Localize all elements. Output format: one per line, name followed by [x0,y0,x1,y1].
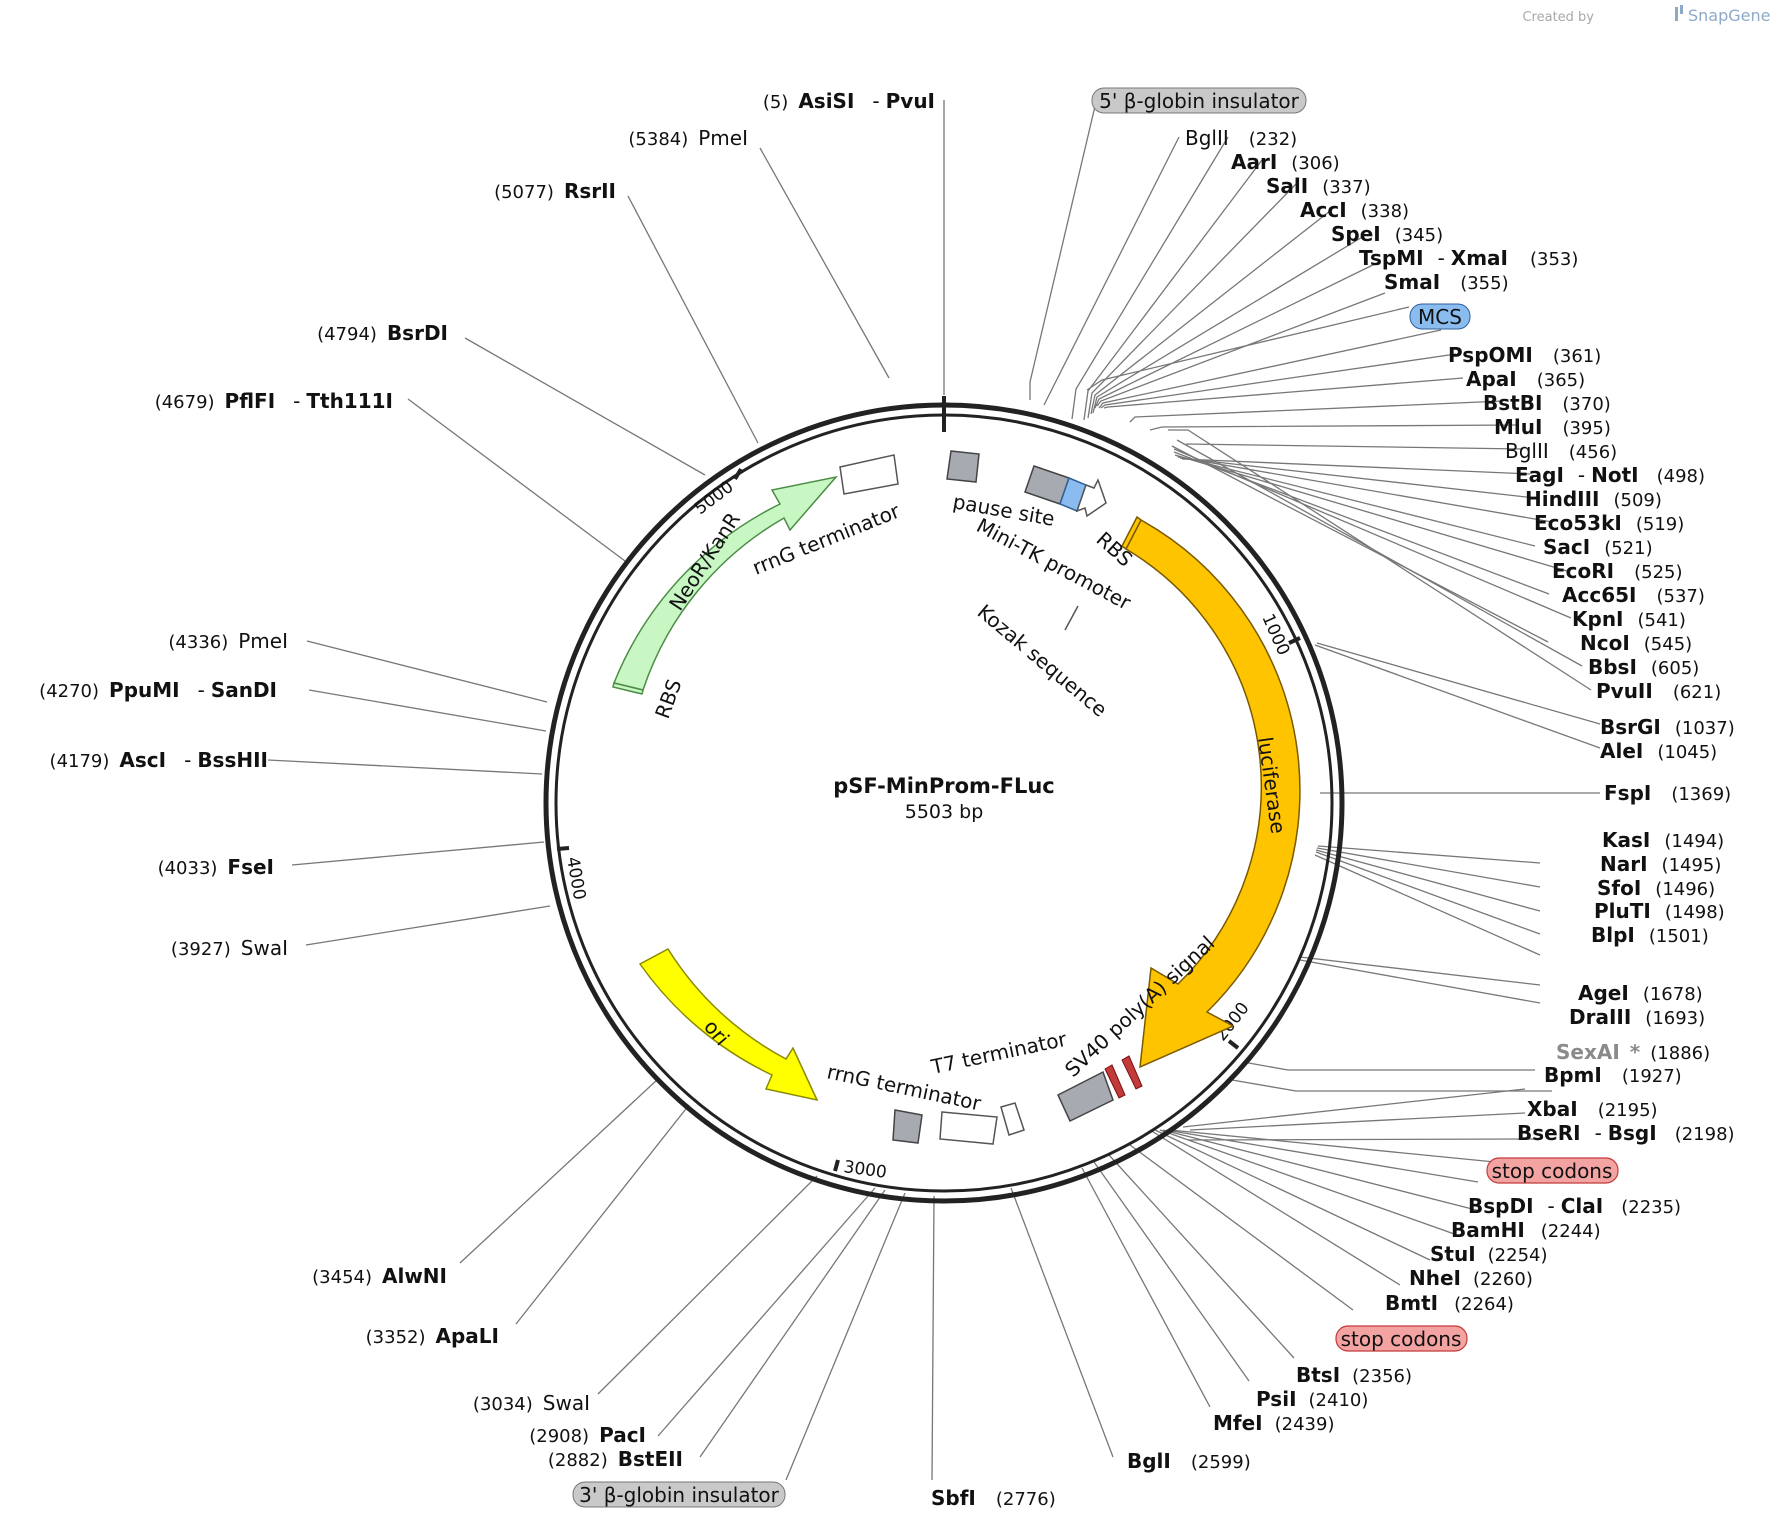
luciferase-arrow[interactable] [1125,518,1301,1069]
site-bseri[interactable]: BseRI-BsgI(2198) [1517,1121,1735,1145]
site-swai-2[interactable]: (3034)SwaI [473,1391,590,1415]
site-bamhi[interactable]: BamHI(2244) [1451,1218,1601,1242]
site-asci[interactable]: (4179)AscI-BssHII [50,748,268,772]
site-mfei[interactable]: MfeI(2439) [1213,1411,1334,1435]
site-bmti[interactable]: BmtI(2264) [1385,1291,1514,1315]
minitk-label: Mini-TK promoter [973,513,1136,615]
site-aari[interactable]: AarI(306) [1231,150,1340,174]
site-pflfi[interactable]: (4679)PflFI-Tth111I [155,389,393,413]
site-alwni[interactable]: (3454)AlwNI [312,1264,447,1288]
site-kasi[interactable]: KasI(1494) [1602,828,1724,852]
stop-codons-label-1: stop codons [1492,1159,1613,1183]
t7-label: T7 terminator [928,1027,1069,1079]
kozak-arrow [1075,478,1107,518]
stop-codon-mark-2 [1121,1055,1143,1090]
site-hindiii[interactable]: HindIII(509) [1525,487,1662,511]
site-sali[interactable]: SalI(337) [1266,174,1371,198]
site-bstbi[interactable]: BstBI(370) [1483,391,1611,415]
kozak-label: Kozak sequence [973,599,1112,721]
insulator5-box[interactable]: 5' β-globin insulator [1091,87,1307,114]
stop-codon-mark-1 [1104,1064,1126,1099]
site-sbfi[interactable]: SbfI(2776) [931,1486,1056,1510]
site-acc65i[interactable]: Acc65I(537) [1562,583,1705,607]
site-bgli[interactable]: BglI(2599) [1127,1449,1251,1473]
site-nhei[interactable]: NheI(2260) [1409,1266,1533,1290]
rbs-left-mark [612,682,644,695]
kozak-pointer [1064,605,1079,631]
site-bsrgi[interactable]: BsrGI(1037) [1600,715,1735,739]
snapgene-logo-icon [1675,5,1683,21]
rrng-bottom-box [939,1111,998,1145]
site-agei[interactable]: AgeI(1678) [1578,981,1703,1005]
site-swai-1[interactable]: (3927)SwaI [171,936,288,960]
backbone-ticks [556,396,1301,1172]
neo-arrow[interactable] [612,475,839,691]
site-sexai[interactable]: SexAI*(1886) [1556,1040,1710,1064]
site-ecori[interactable]: EcoRI(525) [1552,559,1683,583]
site-btsi[interactable]: BtsI(2356) [1296,1363,1412,1387]
ori-arrow[interactable] [638,948,819,1102]
site-pvuii[interactable]: PvuII(621) [1596,679,1721,703]
mcs-label: MCS [1418,305,1462,329]
rbs-top-mark [1121,515,1142,551]
t7-box [1000,1102,1025,1136]
site-pluti[interactable]: PluTI(1498) [1594,899,1725,923]
leader-lines [267,100,1601,1481]
site-eco53ki[interactable]: Eco53kI(519) [1534,511,1684,535]
site-tspmi[interactable]: TspMI-XmaI(353) [1359,246,1578,270]
credit-prefix: Created by [1522,10,1594,25]
sv40-box [1057,1070,1114,1123]
insulator3-box[interactable]: 3' β-globin insulator [572,1481,786,1508]
site-psii[interactable]: PsiI(2410) [1256,1387,1368,1411]
site-smai[interactable]: SmaI(355) [1384,270,1509,294]
site-acci[interactable]: AccI(338) [1300,198,1409,222]
site-nari[interactable]: NarI(1495) [1600,852,1721,876]
rrng-top-box [839,454,899,495]
site-asisi[interactable]: (5)AsiSI-PvuI [763,89,935,113]
site-pmei-2[interactable]: (4336)PmeI [168,629,288,653]
site-bsteii[interactable]: (2882)BstEII [548,1447,683,1471]
site-paci[interactable]: (2908)PacI [529,1423,646,1447]
site-bglii-2[interactable]: BglII(456) [1505,439,1617,463]
stop-codons-label-2: stop codons [1341,1327,1462,1351]
site-sfoi[interactable]: SfoI(1496) [1597,876,1715,900]
site-bsrdi[interactable]: (4794)BsrDI [317,321,448,345]
site-bglii-1[interactable]: BglII(232) [1185,126,1297,150]
plasmid-length: 5503 bp [905,801,984,823]
site-bspdi[interactable]: BspDI-ClaI(2235) [1468,1194,1681,1218]
site-bbsi[interactable]: BbsI(605) [1588,655,1699,679]
site-apali[interactable]: (3352)ApaLI [366,1324,499,1348]
stop-codons-box-1[interactable]: stop codons [1486,1157,1619,1184]
site-draiii[interactable]: DraIII(1693) [1569,1005,1705,1029]
site-apai[interactable]: ApaI(365) [1466,367,1585,391]
rbs-left-label: RBS [650,676,686,722]
stop-codons-box-2[interactable]: stop codons [1335,1325,1468,1352]
site-xbai[interactable]: XbaI(2195) [1527,1097,1658,1121]
insulator3-label: 3' β-globin insulator [579,1483,780,1507]
site-blpi[interactable]: BlpI(1501) [1591,923,1709,947]
site-ppumi[interactable]: (4270)PpuMI-SanDI [39,678,277,702]
site-spei[interactable]: SpeI(345) [1331,222,1443,246]
site-saci[interactable]: SacI(521) [1543,535,1653,559]
plasmid-name: pSF-MinProm-FLuc [833,774,1055,798]
site-pspomi[interactable]: PspOMI(361) [1448,343,1601,367]
site-mlui[interactable]: MluI(395) [1494,415,1611,439]
site-ncoi[interactable]: NcoI(545) [1580,631,1692,655]
credit-brand: SnapGene [1688,6,1770,25]
insulator5-label: 5' β-globin insulator [1099,89,1300,113]
gray-box-bottom [892,1109,923,1144]
site-alei[interactable]: AleI(1045) [1600,739,1717,763]
site-rsrii[interactable]: (5077)RsrII [494,179,616,203]
site-fsei[interactable]: (4033)FseI [158,855,274,879]
site-eagi[interactable]: EagI-NotI(498) [1515,463,1705,487]
site-fspi[interactable]: FspI(1369) [1604,781,1731,805]
site-bpmi[interactable]: BpmI(1927) [1544,1063,1682,1087]
site-stui[interactable]: StuI(2254) [1430,1242,1548,1266]
site-kpni[interactable]: KpnI(541) [1572,607,1686,631]
mcs-label-box[interactable]: MCS [1409,303,1471,330]
pause-site-box [946,450,980,483]
site-pmei-1[interactable]: (5384)PmeI [628,126,748,150]
